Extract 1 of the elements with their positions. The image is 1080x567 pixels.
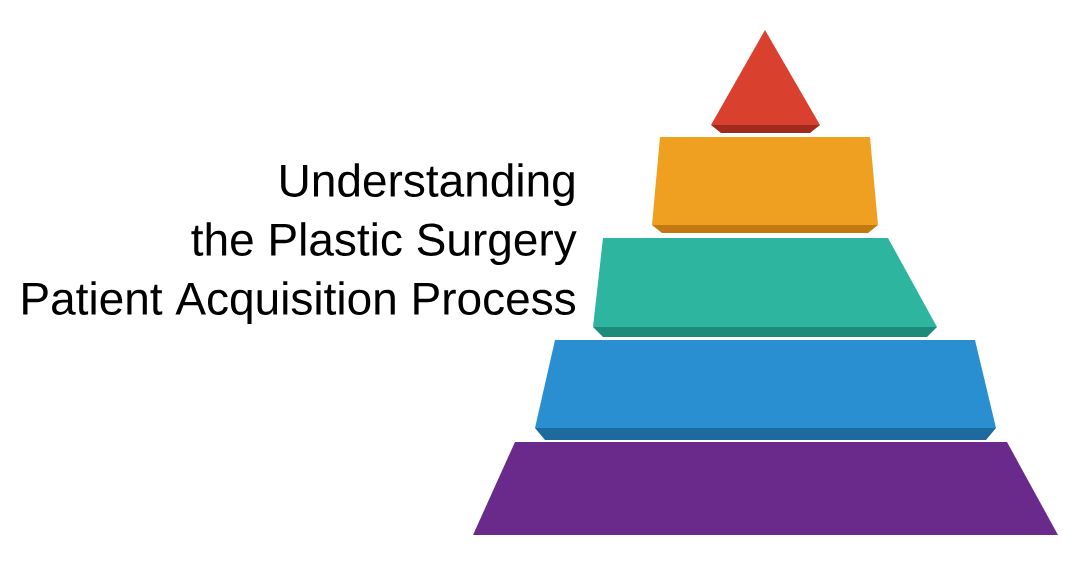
title: Understanding the Plastic Surgery Patient Acquisition Process [23,163,577,325]
